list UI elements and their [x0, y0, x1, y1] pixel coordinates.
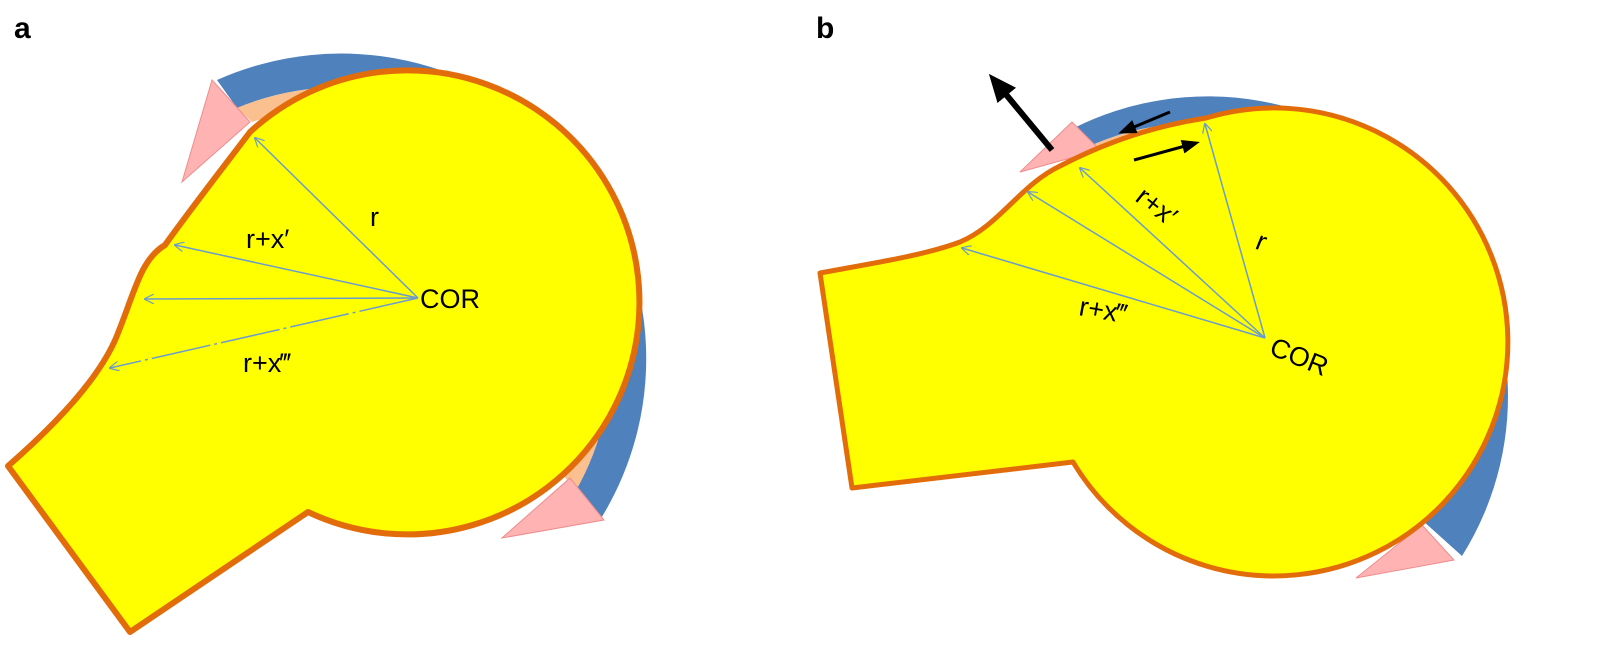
panel-b-letter: b	[816, 12, 835, 45]
panel-a-radius-r	[255, 138, 419, 299]
panel-b-radius-r-plus-x-triple-prime	[962, 248, 1266, 339]
panel-a-label-r-plus-x-prime: r+x′	[246, 224, 289, 254]
panel-b: r+x′ r r+x‴ COR	[817, 73, 1511, 579]
panel-b-shear-arrow-in	[1118, 110, 1171, 134]
panel-a-labrum-lower	[500, 477, 605, 539]
panel-b-radius-r-plus-x-prime	[1080, 168, 1266, 339]
panel-a-humeral-head	[5, 67, 643, 635]
panel-a-radius-r-plus-x-prime	[175, 245, 419, 299]
panel-a-labrum-upper	[181, 79, 251, 184]
panel-a-radius-r-plus-x-triple-prime	[110, 297, 419, 368]
panel-a-label-cor: COR	[420, 284, 480, 314]
panel-b-shear-arrow-out	[1133, 139, 1200, 162]
panel-b-translation-arrow	[988, 73, 1055, 152]
panel-a-label-r: r	[370, 202, 379, 232]
panel-a-label-r-plus-x-triple-prime: r+x‴	[243, 348, 291, 378]
panel-a-radius-mid	[145, 298, 419, 299]
panel-b-labrum-lower	[1355, 524, 1455, 579]
panel-b-radius-r	[1205, 124, 1266, 339]
panel-a: r r+x′ r+x‴ COR	[5, 53, 647, 635]
panel-b-humeral-head	[817, 105, 1511, 579]
panel-b-radius-mid	[1028, 192, 1266, 339]
panel-a-letter: a	[14, 12, 31, 45]
